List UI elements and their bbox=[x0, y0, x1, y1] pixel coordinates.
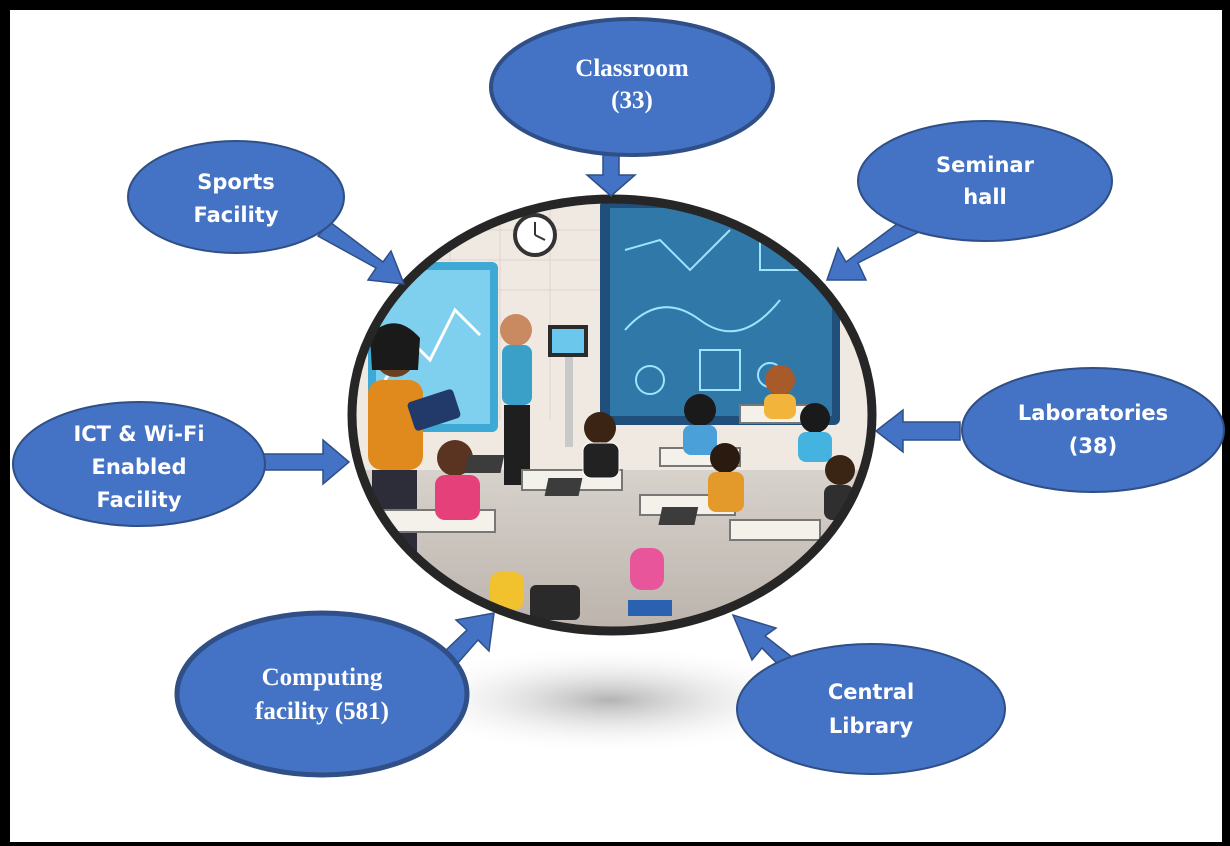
node-classroom-line2: (33) bbox=[611, 87, 653, 114]
node-ict-line3: Facility bbox=[96, 488, 181, 512]
center-shadow bbox=[390, 645, 830, 755]
node-classroom: Classroom (33) bbox=[489, 17, 775, 157]
node-library-line1: Central bbox=[828, 680, 914, 704]
node-laboratories-line1: Laboratories bbox=[1018, 401, 1168, 425]
arrow-seminar bbox=[825, 216, 919, 281]
node-laboratories-line2: (38) bbox=[1069, 434, 1117, 458]
node-sports-facility: Sports Facility bbox=[127, 140, 345, 254]
node-library-line2: Library bbox=[829, 714, 913, 738]
node-sports-line1: Sports bbox=[197, 170, 274, 194]
classroom-illustration bbox=[352, 199, 872, 631]
node-computing-line2: facility (581) bbox=[255, 698, 389, 725]
node-classroom-line1: Classroom bbox=[575, 55, 689, 82]
node-sports-line2: Facility bbox=[193, 203, 278, 227]
arrow-ict bbox=[262, 438, 351, 486]
node-central-library: Central Library bbox=[736, 643, 1006, 775]
node-ict-line2: Enabled bbox=[92, 455, 187, 479]
node-seminar-line2: hall bbox=[963, 185, 1007, 209]
arrow-laboratories bbox=[874, 408, 961, 454]
node-seminar-hall: Seminar hall bbox=[857, 120, 1113, 242]
node-ict-line1: ICT & Wi-Fi bbox=[73, 422, 204, 446]
arrow-computing bbox=[443, 612, 495, 666]
node-computing-line1: Computing bbox=[262, 664, 383, 691]
node-computing-facility: Computing facility (581) bbox=[174, 610, 470, 778]
arrow-sports bbox=[316, 220, 406, 285]
node-ict-wifi: ICT & Wi-Fi Enabled Facility bbox=[12, 401, 266, 527]
center-image-border bbox=[347, 194, 877, 636]
node-seminar-line1: Seminar bbox=[936, 153, 1035, 177]
node-laboratories: Laboratories (38) bbox=[961, 367, 1225, 493]
